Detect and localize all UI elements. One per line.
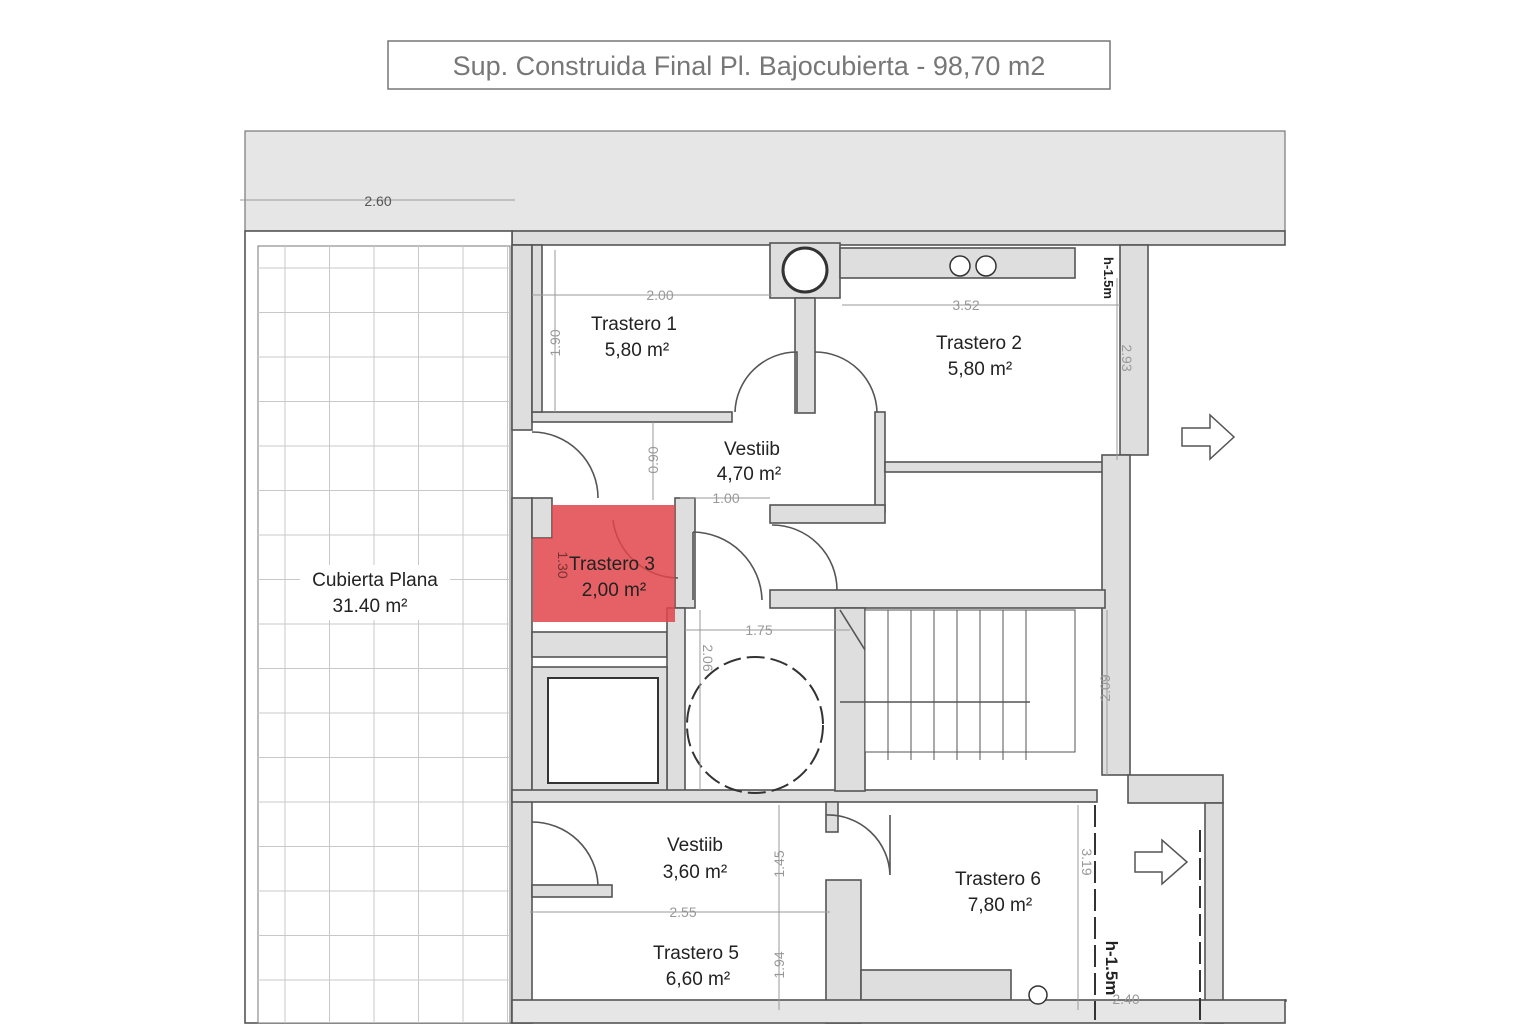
dim-label: 3.19 xyxy=(1079,848,1095,875)
arrow-right-icon xyxy=(1134,838,1189,886)
dim-label: 2.40 xyxy=(1112,991,1139,1007)
dim-label: 0.90 xyxy=(645,446,661,473)
room-name-trastero-6: Trastero 6 xyxy=(955,869,1041,890)
room-area-trastero-2: 5,80 m² xyxy=(948,359,1012,380)
dim-label: 1.00 xyxy=(712,490,739,506)
room-name-cubierta: Cubierta Plana xyxy=(312,570,438,591)
dim-label: 2.06 xyxy=(700,644,716,671)
dim-label: 2.09 xyxy=(1097,674,1113,701)
room-area-vestiib-2: 3,60 m² xyxy=(663,862,727,883)
title-box: Sup. Construida Final Pl. Bajocubierta -… xyxy=(387,40,1111,90)
dim-label: 2.00 xyxy=(646,287,673,303)
dim-label: 2.93 xyxy=(1119,344,1135,371)
dim-label: 1.45 xyxy=(771,850,787,877)
walls xyxy=(511,242,1287,1024)
plan-title: Sup. Construida Final Pl. Bajocubierta -… xyxy=(453,51,1046,81)
dimension-labels: 2.60 2.00 1.90 3.52 2.93 0.90 1.00 1.30 … xyxy=(364,193,1139,1007)
room-area-trastero-5: 6,60 m² xyxy=(666,969,730,990)
room-name-trastero-2: Trastero 2 xyxy=(936,333,1022,354)
room-area-cubierta: 31.40 m² xyxy=(333,596,408,617)
room-name-vestiib-2: Vestiib xyxy=(667,835,723,856)
dim-label: 1.75 xyxy=(745,622,772,638)
dim-label: 1.30 xyxy=(555,551,571,578)
dim-label: 2.60 xyxy=(364,193,391,209)
height-note-bottom: h-1.5m xyxy=(1102,941,1121,996)
room-area-trastero-3: 2,00 m² xyxy=(582,580,646,601)
room-name-vestiib-1: Vestiib xyxy=(724,439,780,460)
room-name-trastero-3: Trastero 3 xyxy=(569,554,655,575)
room-area-trastero-6: 7,80 m² xyxy=(968,895,1032,916)
dim-label: 1.94 xyxy=(771,951,787,978)
dim-label: 1.90 xyxy=(547,329,563,356)
room-name-trastero-1: Trastero 1 xyxy=(591,314,677,335)
room-labels: Trastero 1 5,80 m² Trastero 2 5,80 m² Ve… xyxy=(312,314,1041,990)
roof-band xyxy=(244,130,1286,232)
trastero-3-highlight xyxy=(533,505,675,622)
dimension-lines xyxy=(240,199,1120,1010)
room-area-trastero-1: 5,80 m² xyxy=(605,340,669,361)
cubierta-plana-grid xyxy=(244,230,513,1024)
room-area-vestiib-1: 4,70 m² xyxy=(717,464,781,485)
dim-label: 3.52 xyxy=(952,297,979,313)
arrow-right-icon xyxy=(1181,413,1236,461)
staircase xyxy=(839,609,1076,760)
height-note-top: h-1.5m xyxy=(1101,257,1116,299)
dim-label: 2.55 xyxy=(669,904,696,920)
openings xyxy=(1094,413,1236,1020)
room-name-trastero-5: Trastero 5 xyxy=(653,943,739,964)
